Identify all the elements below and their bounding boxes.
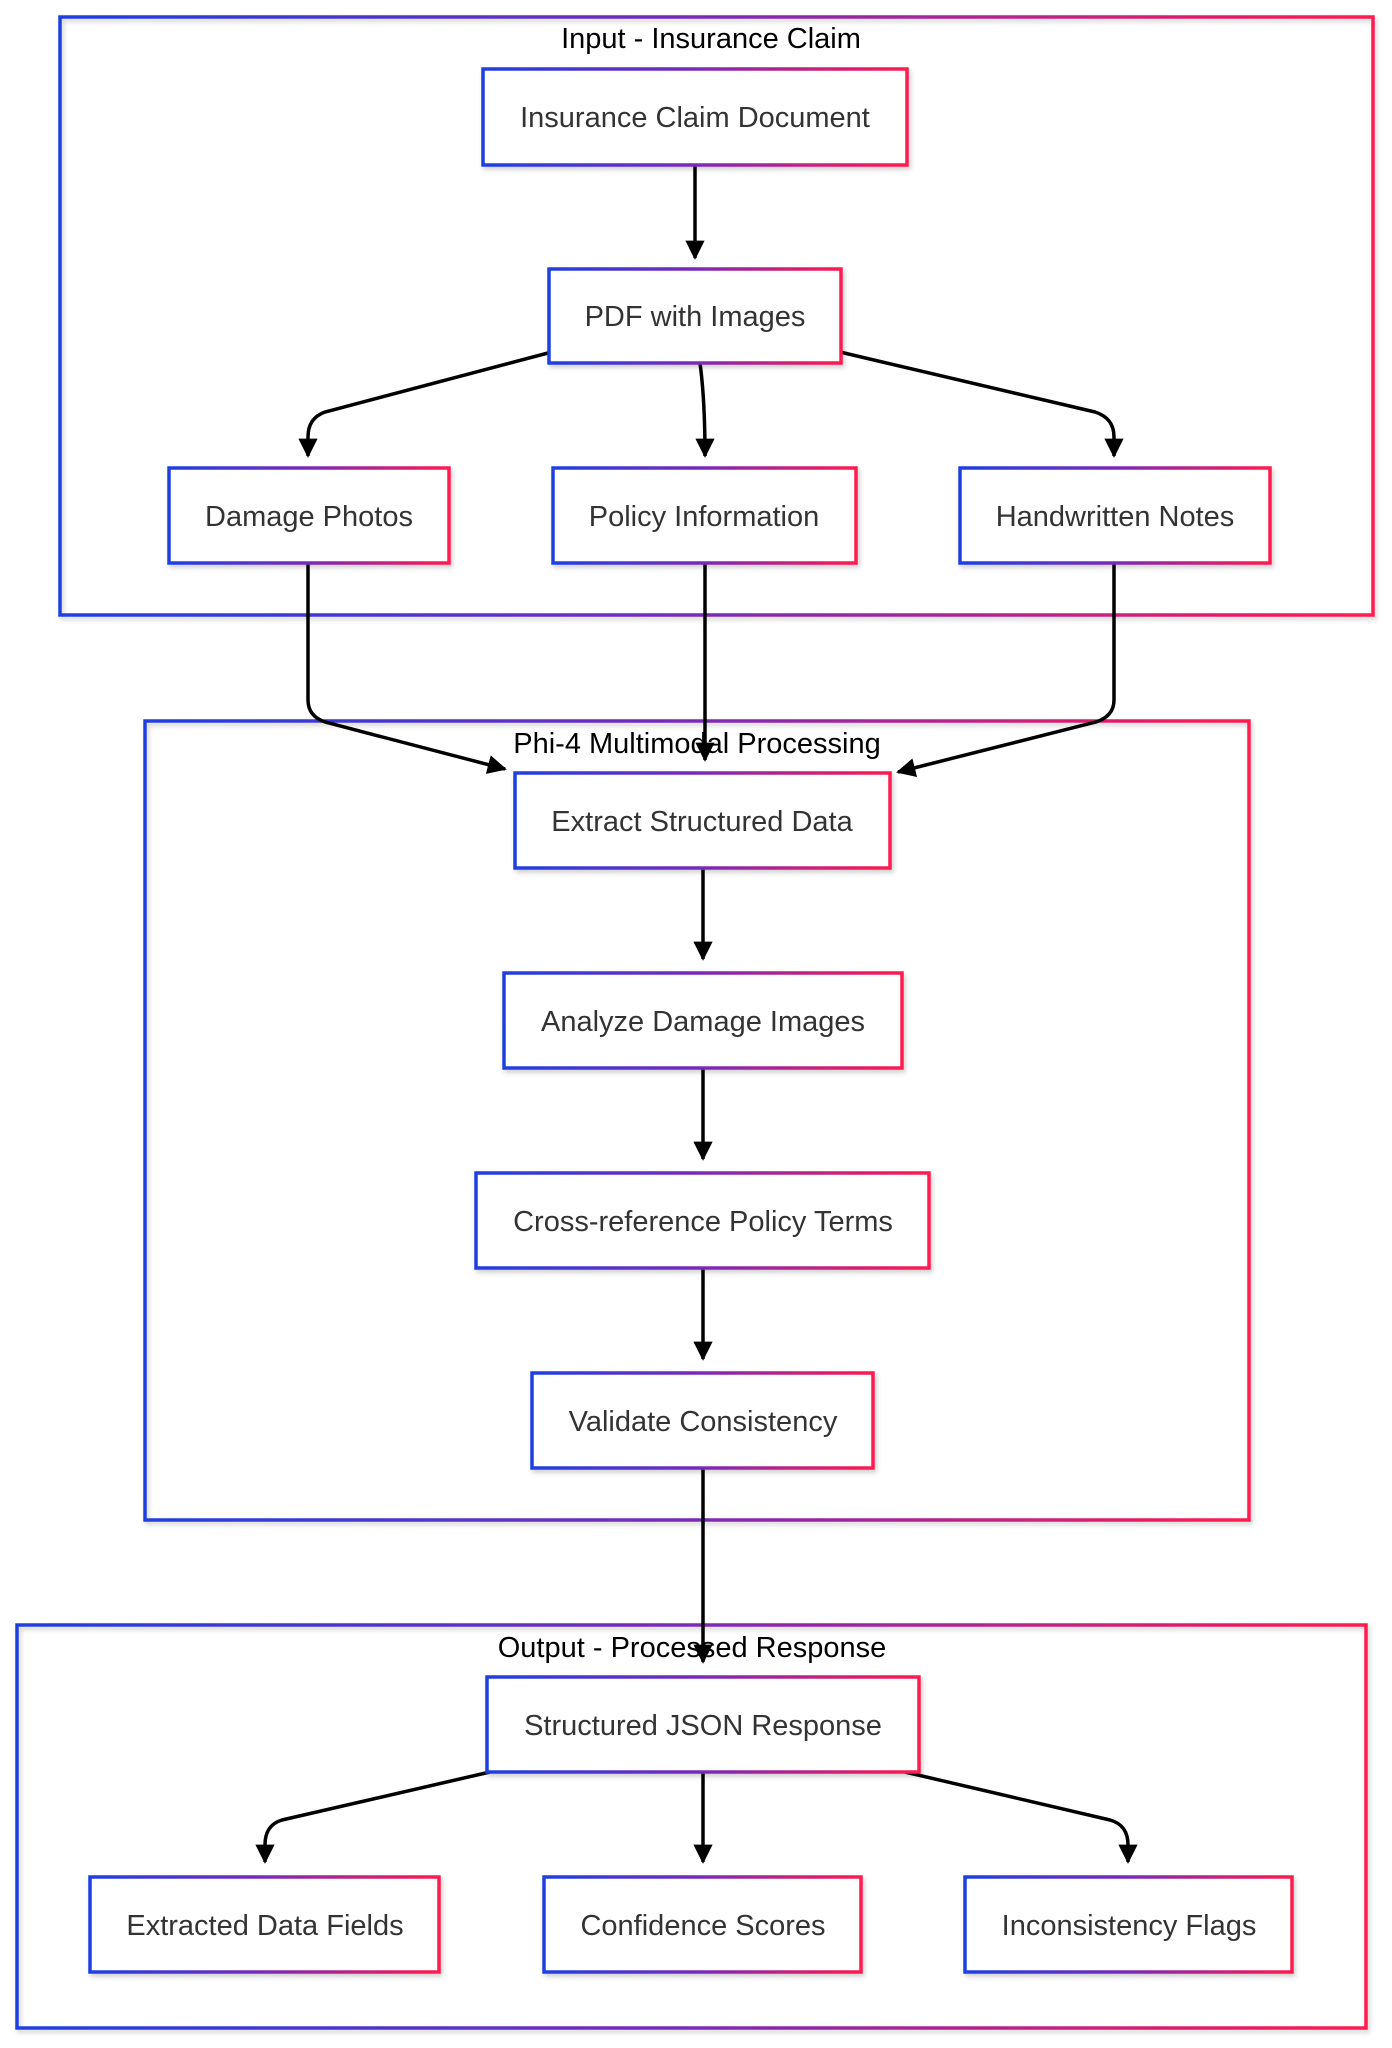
- cluster-output-border: [15, 1623, 1368, 2030]
- node-damage-photos: Damage Photos: [167, 466, 451, 565]
- edge-damage-photos-to-extract: [306, 563, 507, 774]
- cluster-processing-label: Phi-4 Multimodal Processing: [513, 728, 880, 760]
- cluster-output-label: Output - Processed Response: [498, 1632, 886, 1664]
- cluster-processing-border: [143, 719, 1251, 1522]
- node-structured-json-response: Structured JSON Response: [485, 1675, 921, 1774]
- node-analyze-damage-images: Analyze Damage Images: [502, 971, 904, 1070]
- node-label: Analyze Damage Images: [541, 1006, 865, 1038]
- edge-handwritten-to-extract: [896, 563, 1116, 778]
- node-inconsistency-flags: Inconsistency Flags: [963, 1875, 1294, 1974]
- edge-pdf-to-policy-info: [695, 362, 715, 458]
- edge-pdf-to-damage-photos: [298, 351, 549, 458]
- node-label: Inconsistency Flags: [1002, 1910, 1257, 1942]
- edge-pdf-to-handwritten: [839, 350, 1124, 458]
- cluster-output: Output - Processed Response: [15, 1623, 1368, 2030]
- node-pdf-with-images: PDF with Images: [547, 267, 843, 365]
- node-label: Validate Consistency: [569, 1406, 838, 1438]
- node-label: Insurance Claim Document: [520, 102, 870, 134]
- node-label: PDF with Images: [585, 301, 806, 333]
- node-label: Confidence Scores: [580, 1910, 825, 1942]
- edges: [255, 165, 1138, 1864]
- cluster-input-border: [58, 15, 1375, 617]
- node-label: Extracted Data Fields: [126, 1910, 403, 1942]
- node-label: Cross-reference Policy Terms: [513, 1206, 893, 1238]
- node-label: Structured JSON Response: [524, 1710, 882, 1742]
- edge-json-to-flags: [904, 1770, 1138, 1864]
- node-label: Policy Information: [589, 501, 820, 533]
- node-label: Damage Photos: [205, 501, 413, 533]
- node-handwritten-notes: Handwritten Notes: [958, 466, 1272, 565]
- node-extract-structured-data: Extract Structured Data: [513, 771, 892, 870]
- node-confidence-scores: Confidence Scores: [542, 1875, 863, 1974]
- node-label: Extract Structured Data: [551, 806, 853, 838]
- node-policy-information: Policy Information: [551, 466, 858, 565]
- cluster-input-label: Input - Insurance Claim: [561, 23, 861, 55]
- node-insurance-claim-document: Insurance Claim Document: [481, 67, 909, 167]
- node-validate-consistency: Validate Consistency: [530, 1371, 875, 1470]
- node-extracted-data-fields: Extracted Data Fields: [88, 1875, 441, 1974]
- node-cross-reference-policy-terms: Cross-reference Policy Terms: [474, 1171, 931, 1270]
- cluster-input: Input - Insurance Claim: [58, 15, 1375, 617]
- edge-json-to-fields: [255, 1770, 491, 1864]
- node-label: Handwritten Notes: [996, 501, 1235, 533]
- cluster-processing: Phi-4 Multimodal Processing: [143, 719, 1251, 1522]
